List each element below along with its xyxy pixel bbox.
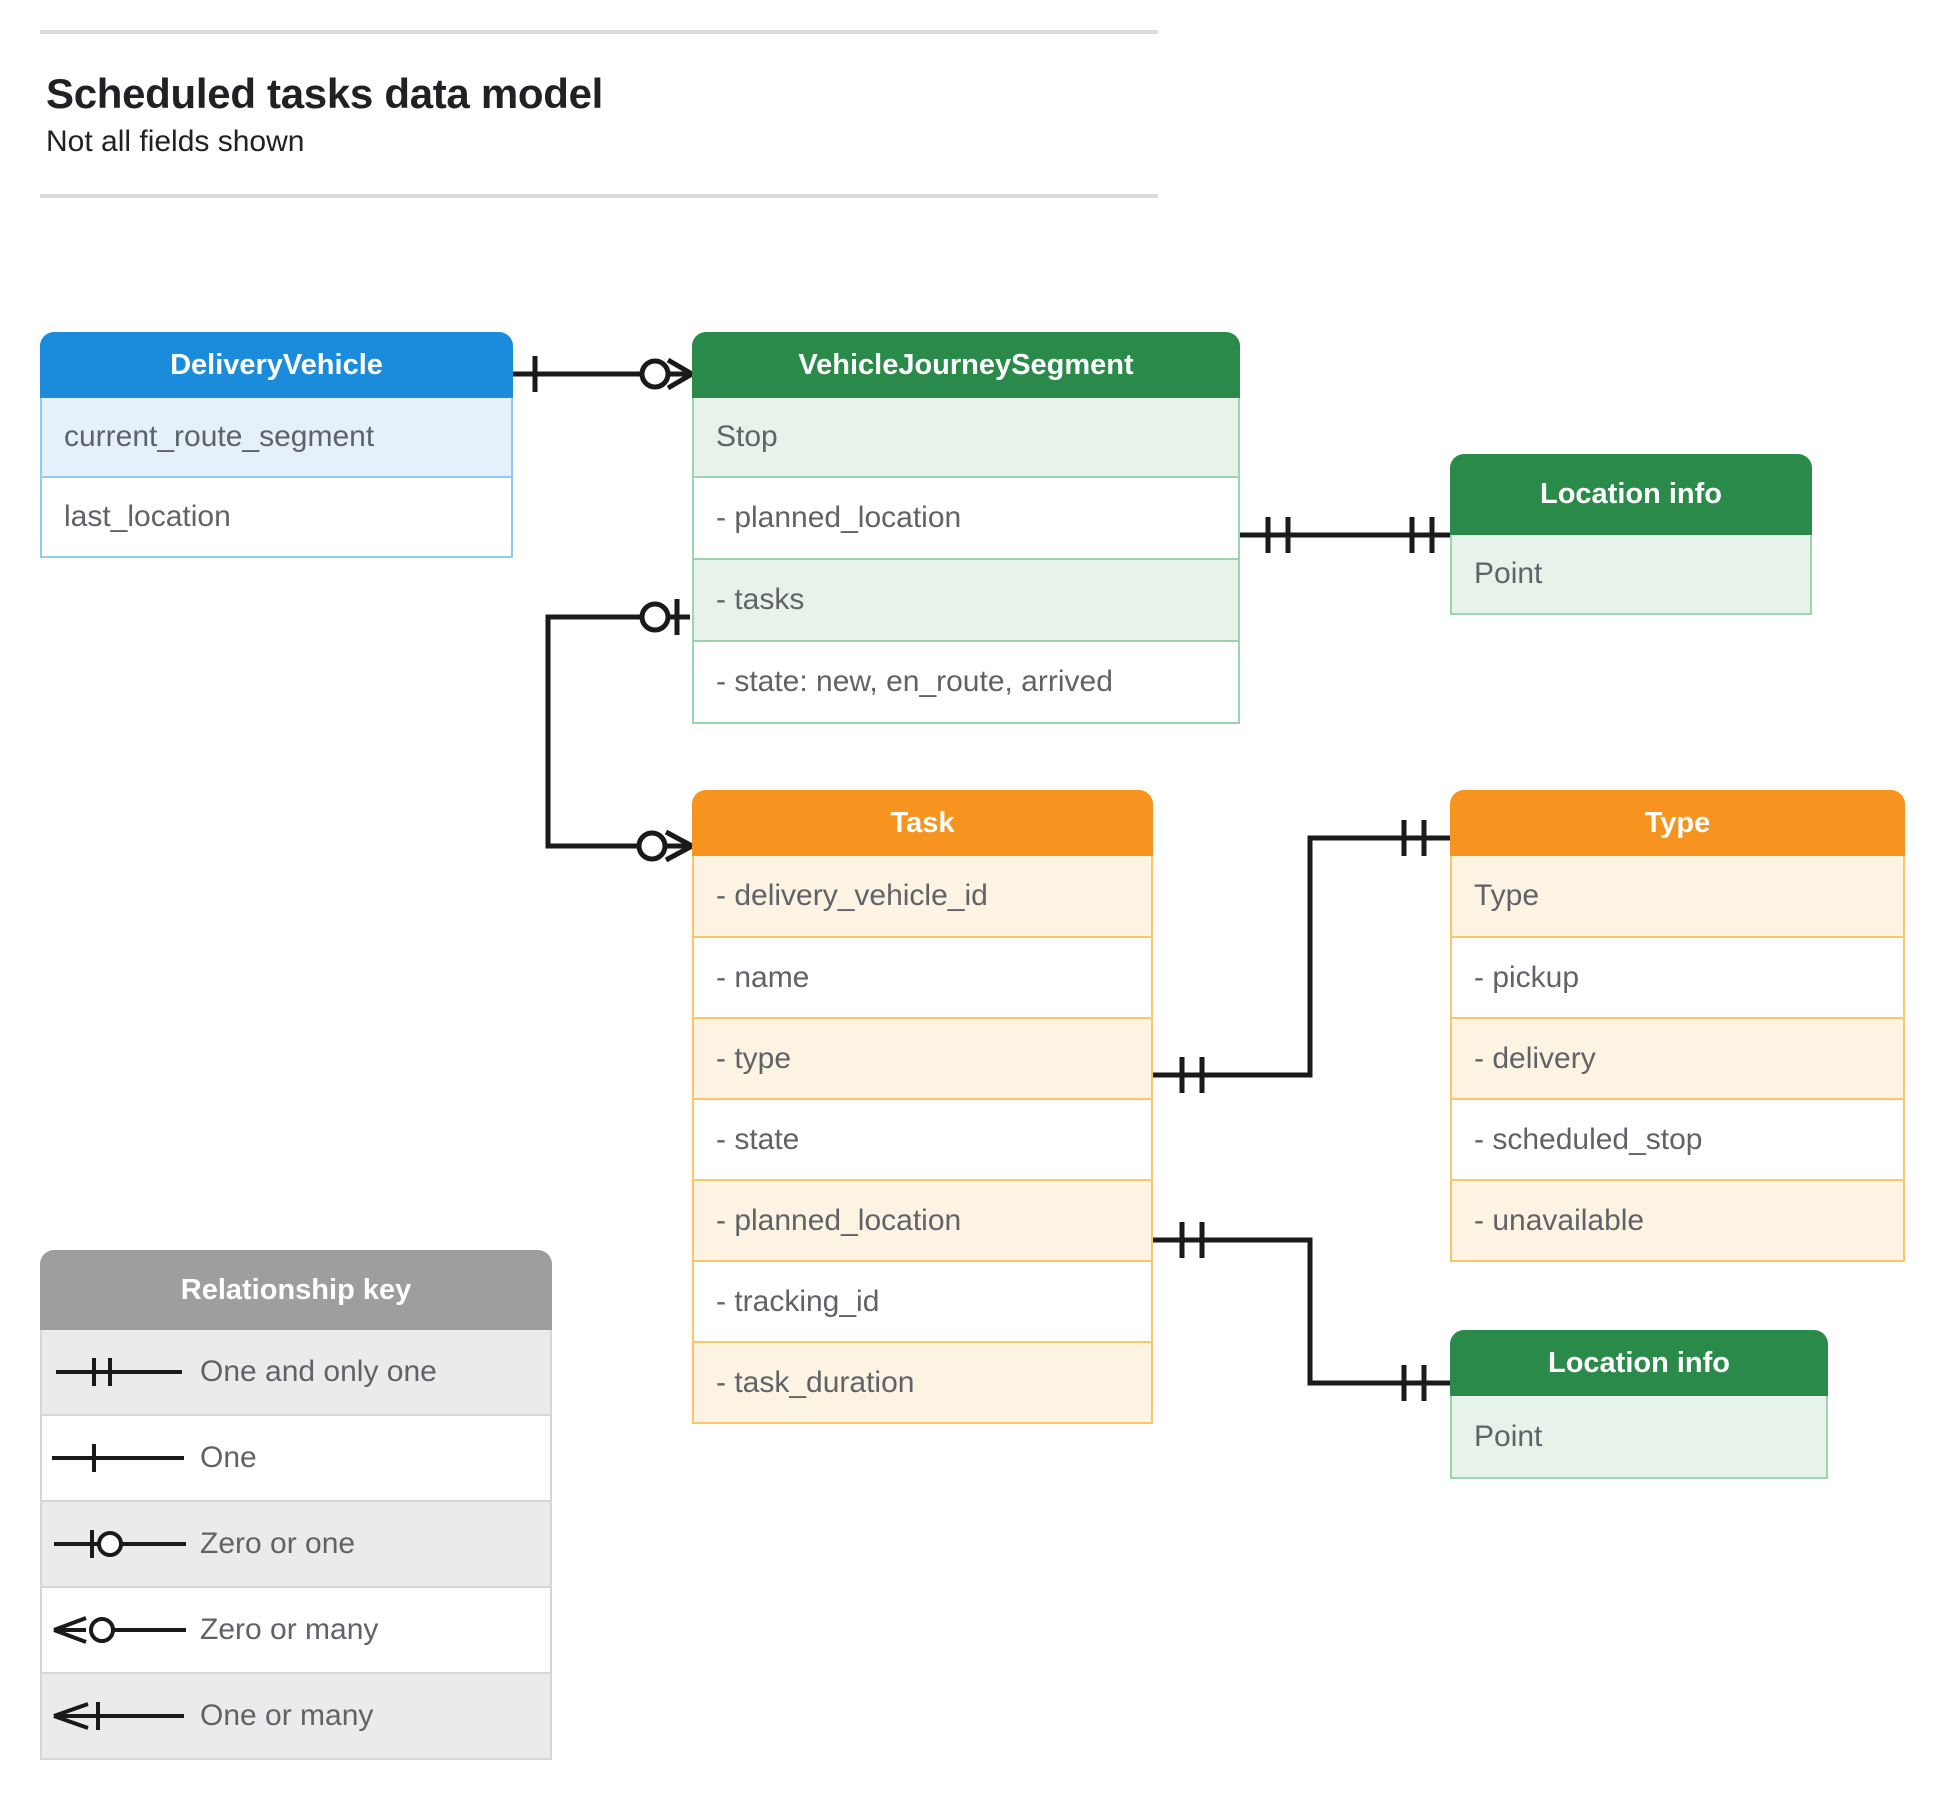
field-tasks[interactable]: - tasks: [692, 560, 1240, 642]
key-label-one: One: [200, 1441, 257, 1474]
header-rule-top: [40, 30, 1158, 34]
wire-task-loc: [1153, 1237, 1450, 1386]
crowsfoot-many-segment: [666, 357, 694, 391]
key-label-one-and-only-one: One and only one: [200, 1355, 437, 1388]
field-task-name[interactable]: - name: [692, 938, 1153, 1019]
circle-zero-segment: [639, 358, 671, 390]
field-task-delivery-vehicle-id[interactable]: - delivery_vehicle_id: [692, 856, 1153, 938]
one-or-many-icon: [42, 1696, 192, 1736]
key-label-one-or-many: One or many: [200, 1699, 374, 1732]
field-task-type[interactable]: - type: [692, 1019, 1153, 1100]
page-subtitle: Not all fields shown: [46, 125, 305, 159]
entity-delivery-vehicle-title: DeliveryVehicle: [40, 332, 513, 398]
field-current-route-segment[interactable]: current_route_segment: [40, 398, 513, 478]
key-row-one-or-many: One or many: [40, 1674, 552, 1760]
key-label-zero-or-one: Zero or one: [200, 1527, 356, 1560]
entity-task[interactable]: Task - delivery_vehicle_id - name - type…: [692, 790, 1153, 1424]
key-row-zero-or-many: Zero or many: [40, 1588, 552, 1674]
entity-type[interactable]: Type Type - pickup - delivery - schedule…: [1450, 790, 1905, 1262]
entity-vehicle-journey-segment-title: VehicleJourneySegment: [692, 332, 1240, 398]
zero-or-many-icon: [42, 1610, 192, 1650]
circle-zero-tasks: [639, 601, 671, 633]
field-task-tracking-id[interactable]: - tracking_id: [692, 1262, 1153, 1343]
zero-or-one-icon: [42, 1524, 192, 1564]
one-and-only-one-icon: [42, 1352, 192, 1392]
field-location-info-top-point[interactable]: Point: [1450, 535, 1812, 615]
page-title: Scheduled tasks data model: [46, 70, 604, 117]
field-location-info-bottom-point[interactable]: Point: [1450, 1396, 1828, 1479]
field-segment-planned-location[interactable]: - planned_location: [692, 478, 1240, 560]
field-type-unavailable[interactable]: - unavailable: [1450, 1181, 1905, 1262]
key-label-zero-or-many: Zero or many: [200, 1613, 379, 1646]
entity-vehicle-journey-segment[interactable]: VehicleJourneySegment Stop - planned_loc…: [692, 332, 1240, 724]
relationship-key-panel: Relationship key One and only one: [40, 1250, 552, 1760]
field-segment-state[interactable]: - state: new, en_route, arrived: [692, 642, 1240, 724]
field-last-location[interactable]: last_location: [40, 478, 513, 558]
entity-delivery-vehicle[interactable]: DeliveryVehicle current_route_segment la…: [40, 332, 513, 558]
key-row-one-and-only-one: One and only one: [40, 1330, 552, 1416]
field-task-duration[interactable]: - task_duration: [692, 1343, 1153, 1424]
entity-type-title: Type: [1450, 790, 1905, 856]
wire-task-type: [1153, 835, 1450, 1078]
field-stop[interactable]: Stop: [692, 398, 1240, 478]
field-task-planned-location[interactable]: - planned_location: [692, 1181, 1153, 1262]
key-row-one: One: [40, 1416, 552, 1502]
relationship-key-title: Relationship key: [40, 1250, 552, 1330]
entity-location-info-bottom[interactable]: Location info Point: [1450, 1330, 1828, 1479]
one-icon: [42, 1438, 192, 1478]
page-header: Scheduled tasks data model Not all field…: [40, 30, 1158, 199]
field-type-header-value[interactable]: Type: [1450, 856, 1905, 938]
field-type-delivery[interactable]: - delivery: [1450, 1019, 1905, 1100]
field-task-state[interactable]: - state: [692, 1100, 1153, 1181]
entity-location-info-bottom-title: Location info: [1450, 1330, 1828, 1396]
field-type-scheduled-stop[interactable]: - scheduled_stop: [1450, 1100, 1905, 1181]
key-row-zero-or-one: Zero or one: [40, 1502, 552, 1588]
entity-task-title: Task: [692, 790, 1153, 856]
field-type-pickup[interactable]: - pickup: [1450, 938, 1905, 1019]
entity-location-info-top-title: Location info: [1450, 454, 1812, 535]
circle-zero-task: [636, 830, 668, 862]
wire-tasks-to-task: [545, 614, 690, 849]
crowsfoot-many-task: [664, 829, 694, 863]
header-rule-bottom: [40, 194, 1158, 199]
entity-location-info-top[interactable]: Location info Point: [1450, 454, 1812, 615]
